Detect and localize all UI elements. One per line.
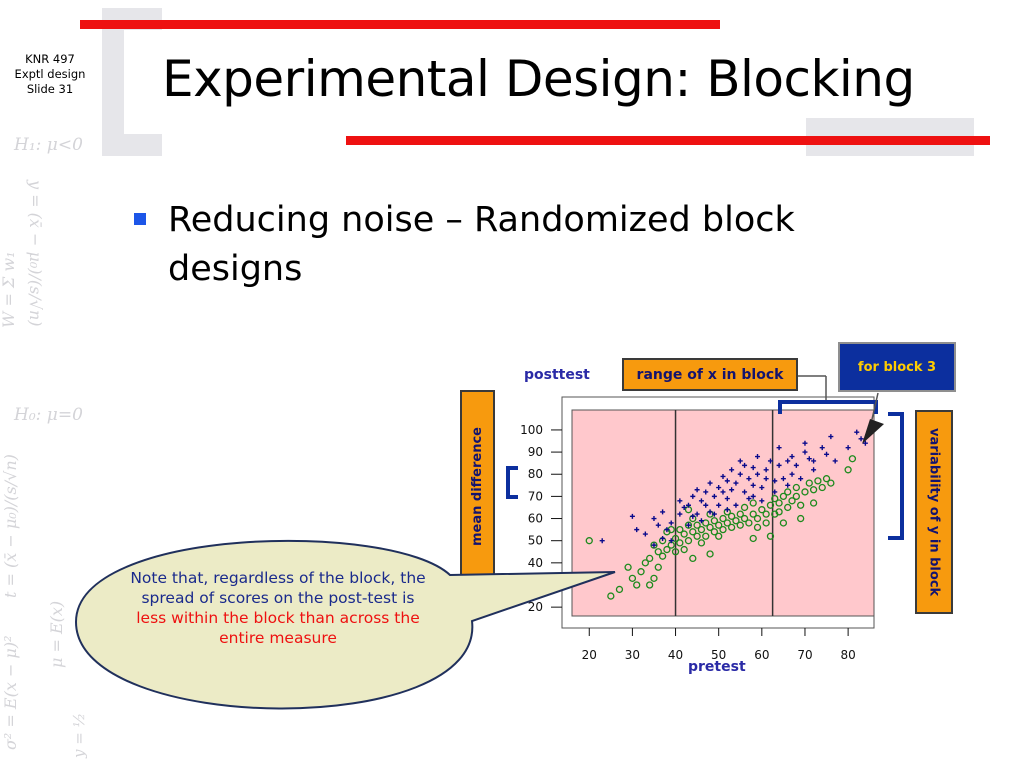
formula-text: H₀: μ=0 [13, 405, 83, 425]
formula-text: σ² = E(x − μ)² [1, 636, 20, 751]
variability-text: variability of y in block [926, 427, 942, 597]
slide-bracket-decoration [102, 8, 162, 156]
slide-number: Slide 31 [26, 82, 74, 96]
callout-shape [74, 539, 616, 710]
formula-text: y = (x̄ − μ₀)/(s/√n) [26, 179, 45, 327]
slide-meta: KNR 497 Exptl design Slide 31 [4, 52, 96, 97]
formula-decoration-strip: H₁: μ<0 y = (x̄ − μ₀)/(s/√n) W = Σ w₁ H₀… [0, 128, 100, 768]
callout-normal-text: Note that, regardless of the block, the … [130, 569, 426, 607]
bottom-red-rule [346, 136, 990, 145]
formula-text: t = (x̄ − μ₀)/(s/√n) [1, 454, 20, 598]
callout-highlight-text: less within the block than across the en… [136, 609, 420, 647]
for-block-3-label: for block 3 [838, 342, 956, 392]
formula-text: y = ½ [70, 713, 88, 759]
top-red-rule [80, 20, 720, 29]
bullet-marker [134, 213, 146, 225]
slide-title: Experimental Design: Blocking [162, 50, 915, 108]
variability-label: variability of y in block [915, 410, 953, 614]
formula-text: μ = E(x) [47, 601, 66, 668]
for-block-3-text: for block 3 [857, 359, 937, 375]
formula-text: H₁: μ<0 [13, 135, 83, 155]
range-of-x-text: range of x in block [636, 366, 784, 383]
bullet-text: Reducing noise – Randomized block design… [168, 200, 795, 289]
callout-text: Note that, regardless of the block, the … [128, 568, 428, 648]
course-topic: Exptl design [14, 67, 86, 81]
range-of-x-label: range of x in block [622, 358, 798, 391]
formula-text: W = Σ w₁ [0, 251, 18, 328]
course-code: KNR 497 [25, 52, 75, 66]
